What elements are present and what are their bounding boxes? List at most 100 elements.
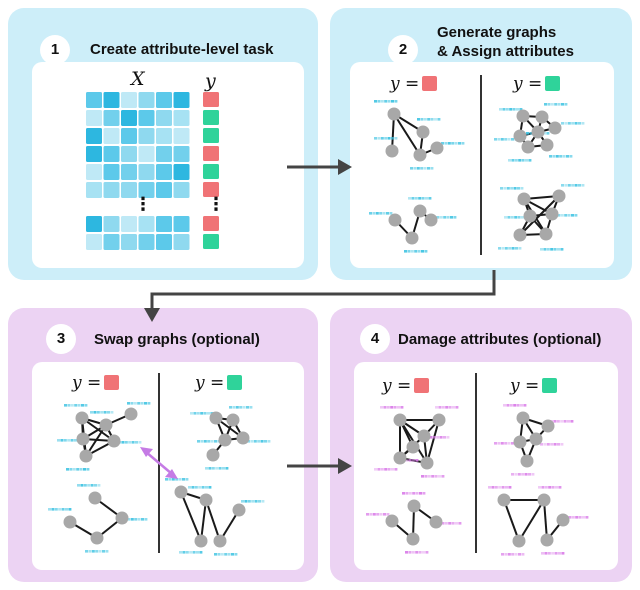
attribute-bar xyxy=(74,404,78,407)
attribute-bar xyxy=(420,118,424,121)
attribute-bar xyxy=(405,492,409,495)
attribute-bar xyxy=(97,484,101,487)
attribute-bar xyxy=(198,486,202,489)
attribute-bar xyxy=(194,486,198,489)
attribute-bar xyxy=(518,247,522,250)
matrix-cell xyxy=(86,234,102,250)
attribute-bar xyxy=(185,551,189,554)
attribute-bar xyxy=(564,184,568,187)
attribute-bar xyxy=(383,406,387,409)
matrix-cell xyxy=(138,110,155,126)
attribute-bar xyxy=(189,551,193,554)
attribute-bar xyxy=(222,467,225,470)
graph-node xyxy=(516,109,530,123)
attribute-bar xyxy=(424,475,428,478)
attribute-bar xyxy=(571,122,575,125)
attribute-bar xyxy=(514,553,518,556)
attribute-bar xyxy=(455,522,458,525)
attribute-bar xyxy=(427,475,431,478)
attribute-bar xyxy=(513,187,517,190)
attribute-bar xyxy=(390,406,394,409)
attribute-bar xyxy=(411,197,415,200)
attribute-bar xyxy=(133,402,137,405)
attribute-bar xyxy=(220,553,224,556)
matrix-cell xyxy=(121,92,137,108)
attribute-bar xyxy=(418,197,422,200)
matrix-cell xyxy=(121,164,137,180)
attribute-bar xyxy=(94,484,97,487)
attribute-bar xyxy=(520,187,524,190)
green-square-icon xyxy=(227,375,243,390)
attribute-bar xyxy=(182,551,186,554)
matrix-ellipsis: ⋮ xyxy=(134,194,152,215)
attribute-bar xyxy=(439,436,443,439)
attribute-bar xyxy=(147,402,151,405)
attribute-bar xyxy=(90,484,94,487)
attribute-bar xyxy=(249,406,253,409)
column-divider xyxy=(475,373,477,553)
graph-node xyxy=(537,493,551,507)
graph-node xyxy=(516,411,530,425)
graph-node xyxy=(535,110,549,124)
attribute-bar xyxy=(232,406,236,409)
class-label-green: y = xyxy=(510,376,558,396)
attribute-bar xyxy=(241,500,244,503)
matrix-cell xyxy=(156,164,172,180)
attribute-bar xyxy=(551,552,555,555)
attribute-bar xyxy=(267,440,271,443)
attribute-bar xyxy=(438,475,441,478)
attribute-bar xyxy=(203,440,207,443)
attribute-bar xyxy=(518,553,521,556)
attribute-bar xyxy=(424,250,428,253)
attribute-bar xyxy=(508,247,512,250)
attribute-bar xyxy=(554,103,558,106)
attribute-bar xyxy=(412,459,415,462)
attribute-bar xyxy=(416,167,420,170)
attribute-bar xyxy=(374,468,377,471)
attribute-bar xyxy=(208,467,212,470)
attribute-bar xyxy=(90,411,93,414)
attribute-bar xyxy=(507,216,511,219)
matrix-cell xyxy=(138,146,155,162)
matrix-cell xyxy=(103,164,120,180)
attribute-bar xyxy=(561,103,564,106)
attribute-bar xyxy=(144,402,147,405)
graph-node xyxy=(124,407,138,421)
attribute-bar xyxy=(419,492,422,495)
matrix-cell xyxy=(121,128,137,144)
attribute-bar xyxy=(559,155,563,158)
graph-node xyxy=(407,499,421,513)
attribute-bar xyxy=(507,442,511,445)
attribute-bar xyxy=(88,550,92,553)
graph-node xyxy=(513,228,527,242)
step-4-panel: 4 Damage attributes (optional) xyxy=(330,308,632,582)
attribute-bar xyxy=(538,486,541,489)
attribute-bar xyxy=(140,402,144,405)
matrix-cell xyxy=(103,92,120,108)
attribute-bar xyxy=(387,137,391,140)
attribute-bar xyxy=(447,142,451,145)
step-number: 2 xyxy=(388,35,418,65)
class-label-green: y = xyxy=(513,74,561,94)
attribute-bar xyxy=(455,406,459,409)
column-divider xyxy=(480,75,482,255)
attribute-bar xyxy=(217,553,221,556)
attribute-bar xyxy=(553,443,557,446)
attribute-bar xyxy=(235,406,239,409)
attribute-bar xyxy=(543,132,546,135)
attribute-bar xyxy=(452,406,455,409)
attribute-bar xyxy=(201,486,205,489)
matrix-cell xyxy=(156,146,172,162)
attribute-bar xyxy=(427,118,431,121)
attribute-bar xyxy=(550,443,554,446)
attribute-bar xyxy=(107,411,110,414)
attribute-bar xyxy=(526,132,529,135)
graph-edge xyxy=(518,499,545,542)
attribute-bar xyxy=(91,550,95,553)
graph-node xyxy=(417,429,431,443)
attribute-bar xyxy=(397,406,400,409)
attribute-bar xyxy=(425,551,429,554)
attribute-bar xyxy=(394,468,398,471)
attribute-bar xyxy=(567,184,571,187)
